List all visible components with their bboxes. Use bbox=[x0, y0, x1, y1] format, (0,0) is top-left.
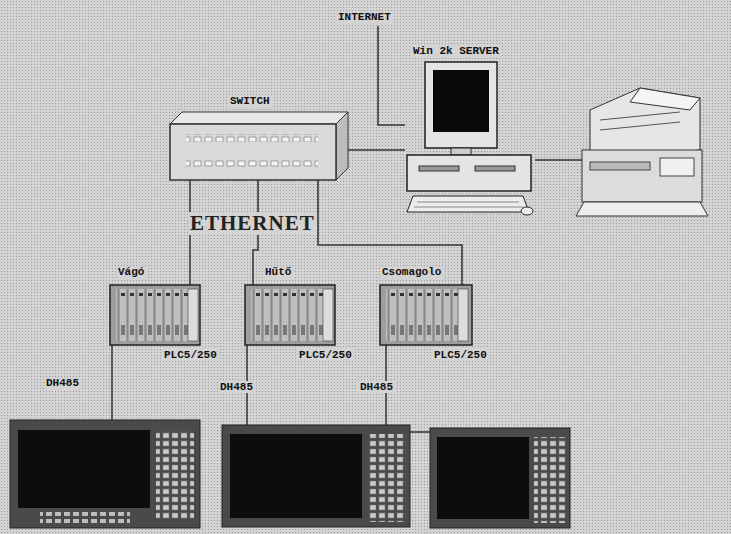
plc-rack: CsomagoloPLC5/250 bbox=[380, 285, 472, 345]
network-switch-drawing bbox=[170, 112, 348, 180]
internet-line bbox=[378, 26, 405, 125]
bus-label: DH485 bbox=[358, 381, 395, 393]
dh485-wire bbox=[111, 345, 113, 420]
server-computer: Win 2k SERVER bbox=[405, 62, 535, 218]
operator-panel bbox=[222, 425, 410, 527]
model-label: PLC5/250 bbox=[162, 349, 219, 361]
network-label: INTERNET bbox=[336, 11, 393, 23]
network-switch: SWITCH bbox=[170, 112, 348, 180]
node-label: SWITCH bbox=[228, 95, 272, 107]
model-label: PLC5/250 bbox=[297, 349, 354, 361]
node-label: Csomagolo bbox=[380, 266, 443, 278]
ethernet-cable bbox=[348, 149, 405, 151]
operator-panel bbox=[430, 428, 570, 528]
plc-rack-drawing bbox=[380, 285, 472, 345]
server-computer-drawing bbox=[405, 62, 535, 218]
node-label: Hűtő bbox=[263, 266, 293, 278]
plc-rack-drawing bbox=[110, 285, 200, 345]
node-label: Vágó bbox=[116, 266, 146, 278]
bus-label: DH485 bbox=[218, 381, 255, 393]
operator-panel bbox=[10, 420, 200, 528]
bus-label: DH485 bbox=[44, 377, 81, 389]
node-label: Win 2k SERVER bbox=[411, 45, 501, 57]
printer-cable bbox=[535, 159, 582, 161]
plc-rack: HűtőPLC5/250 bbox=[245, 285, 335, 345]
network-label: ETHERNET bbox=[188, 212, 317, 235]
plc-rack: VágóPLC5/250 bbox=[110, 285, 200, 345]
model-label: PLC5/250 bbox=[432, 349, 489, 361]
plc-rack-drawing bbox=[245, 285, 335, 345]
printer bbox=[576, 88, 708, 216]
